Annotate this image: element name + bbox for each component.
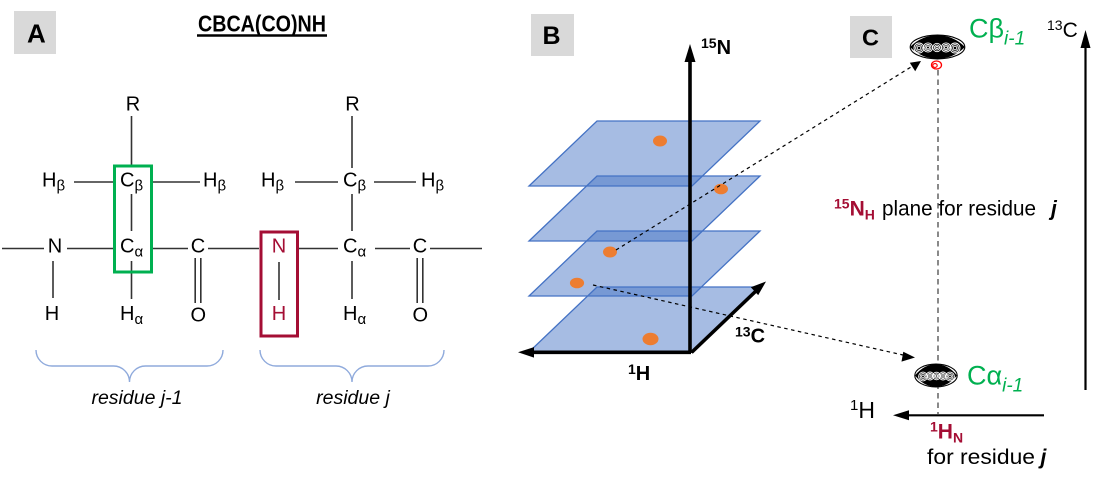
svg-text:CBCA(CO)NH: CBCA(CO)NH — [198, 11, 326, 37]
svg-text:H: H — [45, 303, 59, 325]
svg-text:Cβi-1: Cβi-1 — [969, 14, 1025, 50]
svg-text:15N: 15N — [701, 35, 731, 59]
svg-text:j: j — [1038, 446, 1048, 469]
svg-text:residue j: residue j — [316, 387, 390, 409]
svg-text:residue j-1: residue j-1 — [91, 387, 182, 409]
svg-text:1H: 1H — [850, 397, 875, 423]
svg-text:C: C — [413, 235, 427, 257]
svg-text:13C: 13C — [1047, 17, 1078, 42]
svg-text:B: B — [542, 22, 560, 50]
svg-text:Cβ: Cβ — [120, 169, 143, 194]
svg-text:Cα: Cα — [120, 235, 143, 260]
svg-text:1HN: 1HN — [930, 419, 963, 446]
svg-text:1H: 1H — [628, 361, 650, 385]
svg-text:Hα: Hα — [343, 303, 366, 328]
svg-text:O: O — [191, 305, 207, 327]
svg-text:j: j — [1048, 198, 1058, 221]
svg-text:Cα: Cα — [343, 235, 366, 260]
svg-text:Cαi-1: Cαi-1 — [967, 361, 1023, 397]
svg-text:Hβ: Hβ — [203, 169, 226, 194]
svg-text:N: N — [48, 235, 62, 257]
svg-text:Hβ: Hβ — [261, 169, 284, 194]
svg-text:13C: 13C — [735, 324, 765, 348]
svg-text:R: R — [126, 94, 140, 116]
svg-text:A: A — [27, 19, 46, 49]
svg-text:C: C — [191, 235, 205, 257]
svg-text:Hα: Hα — [120, 303, 143, 328]
svg-text:for residue: for residue — [927, 446, 1035, 469]
svg-text:H: H — [272, 303, 286, 325]
svg-text:Cβ: Cβ — [343, 169, 366, 194]
svg-text:N: N — [272, 235, 286, 257]
svg-text:O: O — [413, 305, 429, 327]
svg-text:Hβ: Hβ — [42, 169, 65, 194]
svg-text:C: C — [862, 25, 879, 51]
svg-text:R: R — [345, 94, 359, 116]
svg-text:Hβ: Hβ — [421, 169, 444, 194]
svg-text:15NH: 15NH — [834, 196, 875, 223]
svg-text:plane for residue: plane for residue — [882, 198, 1036, 221]
